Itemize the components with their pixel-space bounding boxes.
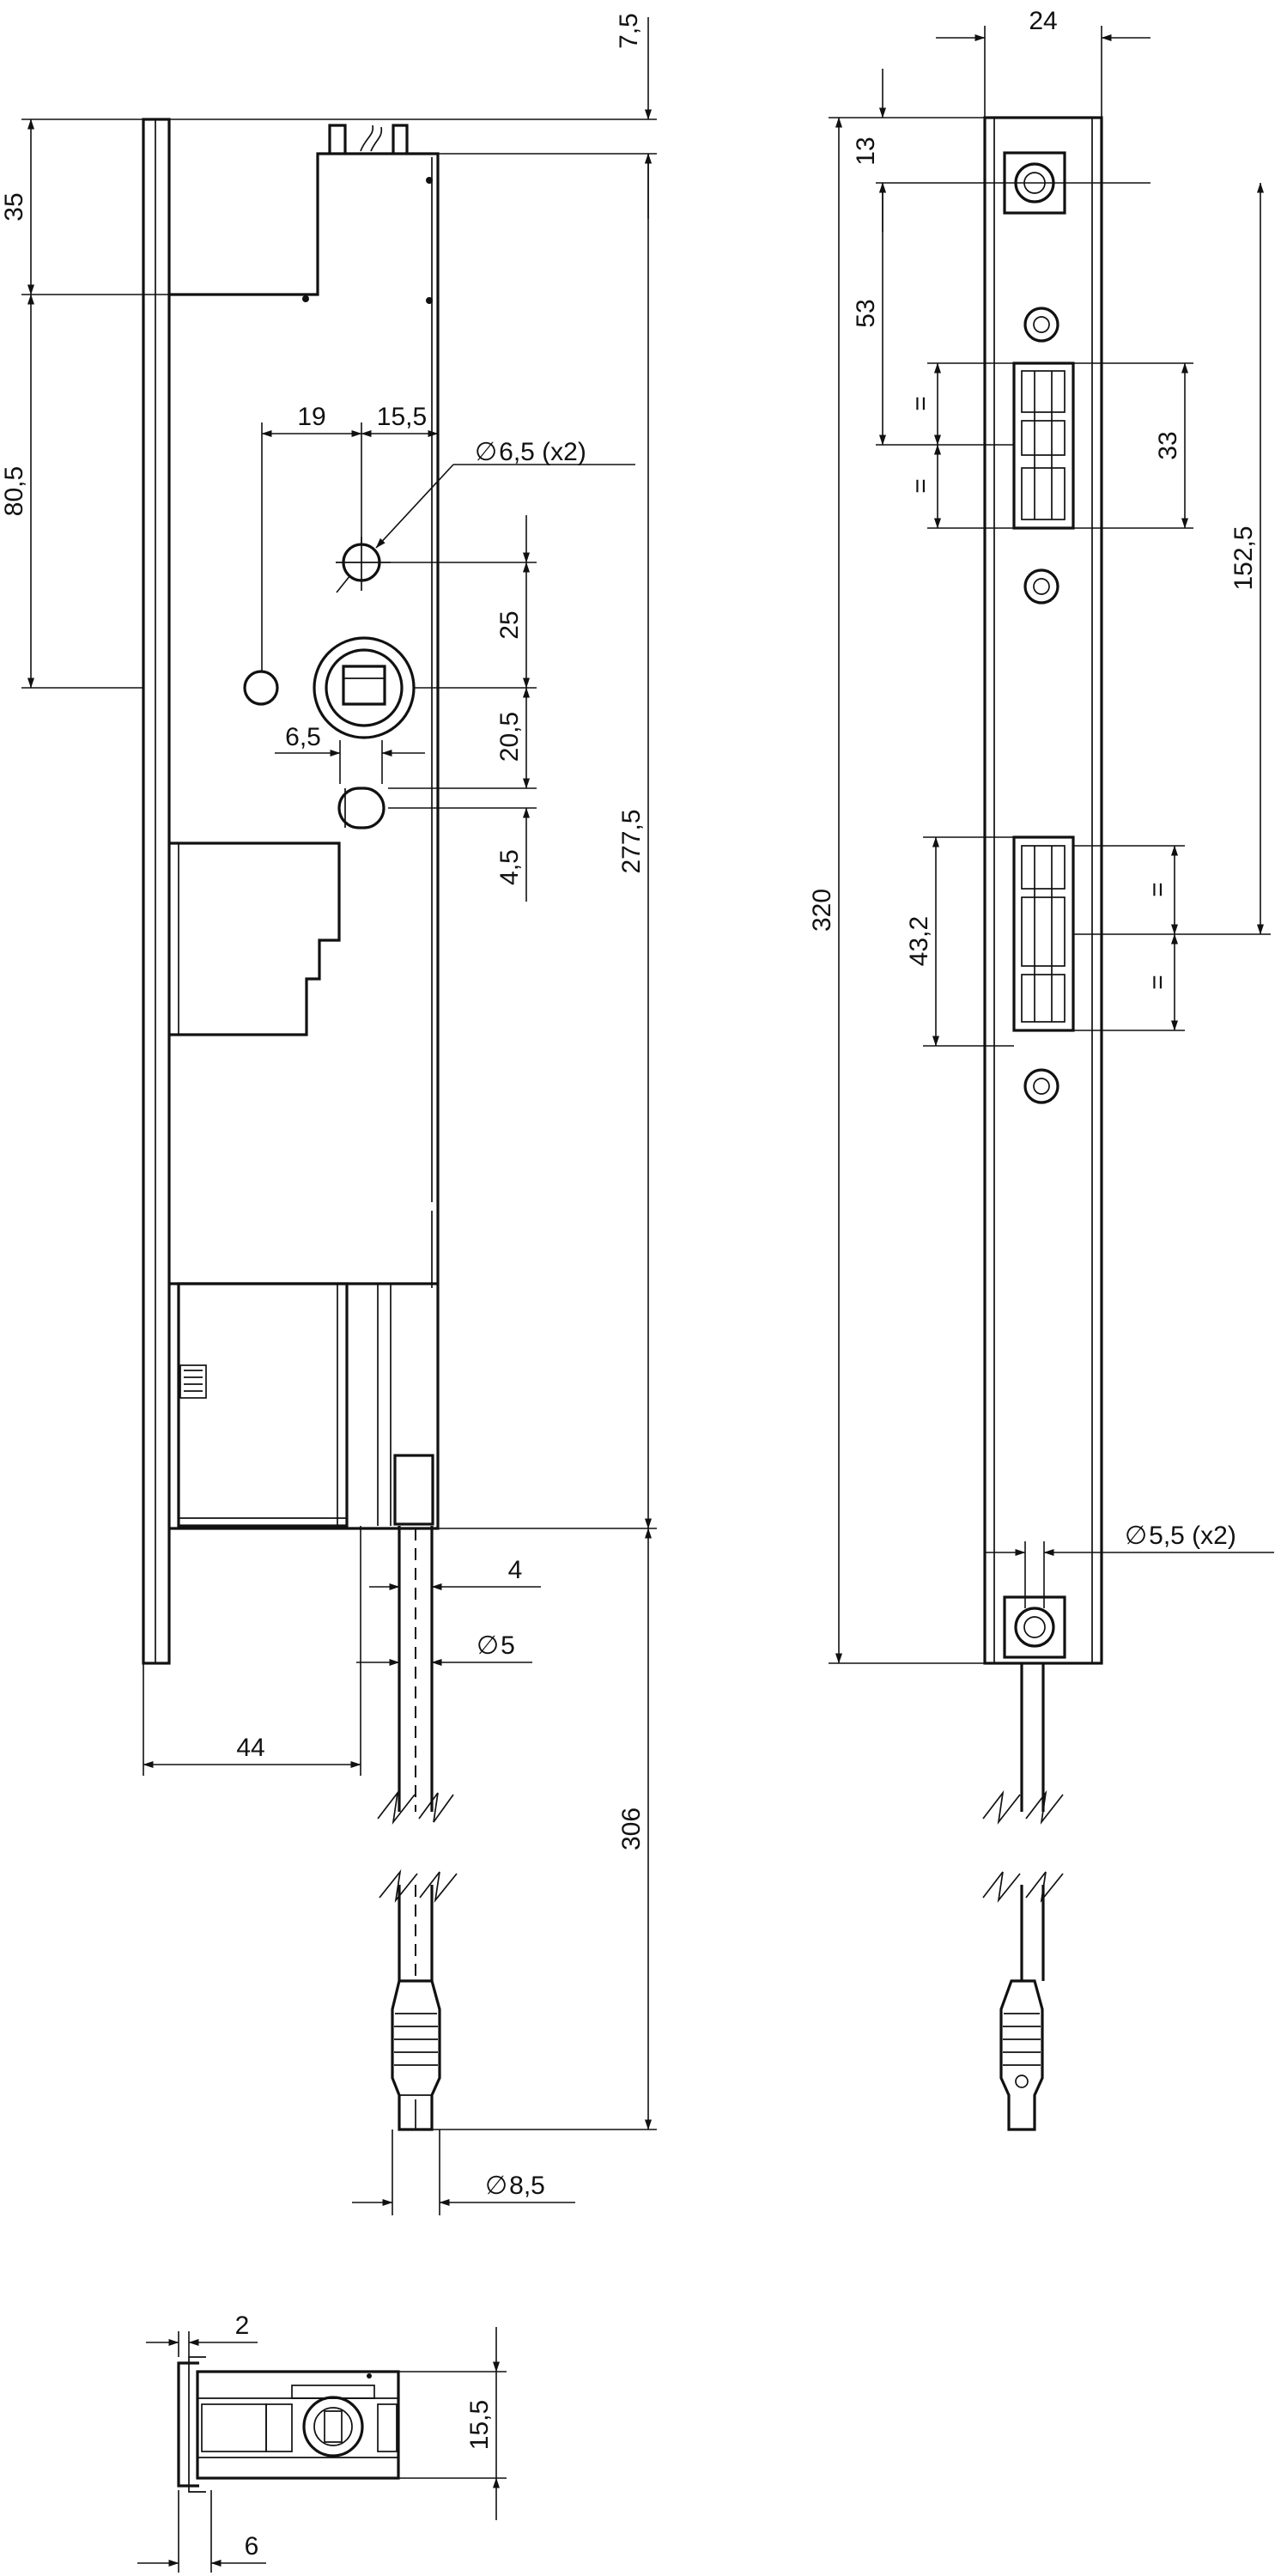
front-plug bbox=[999, 1979, 1044, 2131]
top-body bbox=[196, 2370, 400, 2480]
dim-25: 25 bbox=[495, 611, 524, 639]
side-bolt-block bbox=[169, 841, 341, 1036]
dim-43-2: 43,2 bbox=[905, 916, 933, 966]
dim-15-5: 15,5 bbox=[377, 403, 427, 431]
dim-33: 33 bbox=[1154, 431, 1182, 459]
dim-eq-1: = bbox=[907, 396, 935, 411]
dim-35: 35 bbox=[0, 192, 28, 221]
dim-24: 24 bbox=[1029, 7, 1057, 35]
dim-152-5: 152,5 bbox=[1229, 526, 1258, 590]
side-latch-housing bbox=[177, 1282, 349, 1528]
side-view: 7,5 35 80,5 19 15,5 ∅6,5 (x2) 25 20,5 4,… bbox=[0, 13, 657, 2215]
dim-cable-dia: ∅5 bbox=[477, 1631, 515, 1660]
dim-4: 4 bbox=[508, 1556, 523, 1584]
front-screw-1 bbox=[1023, 307, 1059, 343]
front-screw-3 bbox=[1023, 1068, 1059, 1104]
dim-20-5: 20,5 bbox=[495, 712, 524, 762]
dim-eq-3: = bbox=[1144, 882, 1172, 897]
dim-306: 306 bbox=[617, 1807, 646, 1850]
dim-plug-dia: ∅8,5 bbox=[485, 2172, 545, 2200]
side-top-pin-left bbox=[328, 124, 347, 154]
dim-44: 44 bbox=[236, 1734, 264, 1762]
front-view: 24 13 53 = = 33 152,5 320 43,2 = = bbox=[808, 7, 1274, 2131]
dim-6-5: 6,5 bbox=[285, 723, 321, 751]
front-screw-2 bbox=[1023, 568, 1059, 605]
dim-277-5: 277,5 bbox=[617, 809, 646, 873]
front-bottom-hole bbox=[1014, 1607, 1055, 1648]
dim-7-5: 7,5 bbox=[615, 13, 643, 49]
dim-top-15-5: 15,5 bbox=[465, 2400, 494, 2450]
dim-80-5: 80,5 bbox=[0, 466, 28, 516]
side-follower bbox=[313, 636, 416, 739]
dim-53: 53 bbox=[852, 299, 880, 327]
side-cable-gland bbox=[393, 1454, 434, 1526]
top-view: 2 15,5 6 bbox=[137, 2312, 507, 2573]
dim-13: 13 bbox=[852, 137, 880, 165]
front-bottom-square bbox=[1003, 1595, 1066, 1659]
dim-hole-front: ∅5,5 (x2) bbox=[1125, 1522, 1236, 1550]
dim-19: 19 bbox=[297, 403, 325, 431]
dim-2: 2 bbox=[235, 2312, 250, 2340]
side-slot bbox=[337, 787, 386, 829]
dim-6: 6 bbox=[245, 2532, 259, 2561]
dim-eq-4: = bbox=[1144, 975, 1172, 990]
side-faceplate bbox=[142, 118, 171, 1665]
side-top-pin-right bbox=[392, 124, 409, 154]
dim-4-5: 4,5 bbox=[495, 849, 524, 885]
side-small-hole bbox=[243, 670, 279, 706]
dim-320: 320 bbox=[808, 889, 836, 932]
front-faceplate bbox=[983, 116, 1103, 1665]
dim-eq-2: = bbox=[907, 478, 935, 494]
side-lock-case bbox=[169, 152, 440, 1530]
top-follower bbox=[302, 2396, 364, 2458]
dim-hole-side: ∅6,5 (x2) bbox=[475, 438, 586, 466]
